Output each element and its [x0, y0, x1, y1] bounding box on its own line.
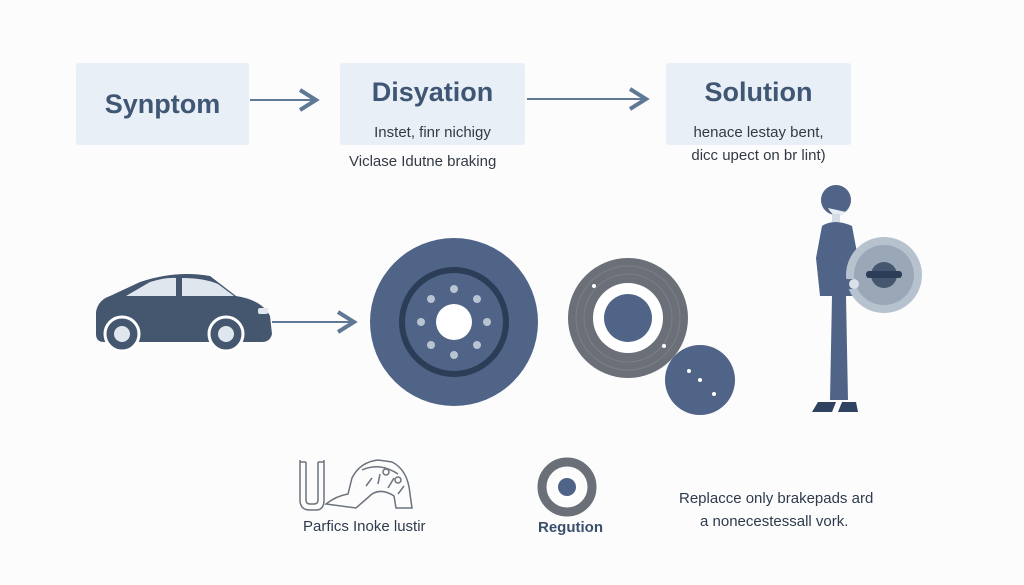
car-icon [96, 274, 272, 353]
mechanic-icon [812, 185, 922, 412]
stage-diagnosis-box: Disyation [340, 63, 525, 145]
replace-line-1: Replacce only brakepads ard [679, 490, 874, 507]
solution-caption-line-2: dicc upect on br lint) [691, 147, 826, 164]
stage-solution-title: Solution [704, 77, 813, 107]
solution-caption-line-1: henace lestay bent, [693, 124, 824, 141]
parts-label: Parfics Inoke lustir [303, 518, 426, 535]
ring-icon [537, 457, 597, 517]
stage-symptom-title: Synptom [104, 88, 221, 119]
caliper-sketch-icon [299, 459, 413, 511]
diagnosis-caption-line-1: Instet, finr nichigy [374, 124, 491, 141]
regution-label: Regution [538, 519, 603, 536]
brake-rotor-icon [370, 238, 538, 406]
small-disc-icon [665, 345, 735, 415]
replace-line-2: a nonecestessall vork. [700, 513, 849, 530]
diagnosis-caption-line-2: Viclase Idutne braking [349, 153, 497, 170]
stage-symptom-box: Synptom [76, 63, 249, 145]
stage-solution-box: Solution [666, 63, 851, 145]
worn-rotor-icon [568, 258, 688, 378]
stage-diagnosis-title: Disyation [371, 77, 494, 107]
